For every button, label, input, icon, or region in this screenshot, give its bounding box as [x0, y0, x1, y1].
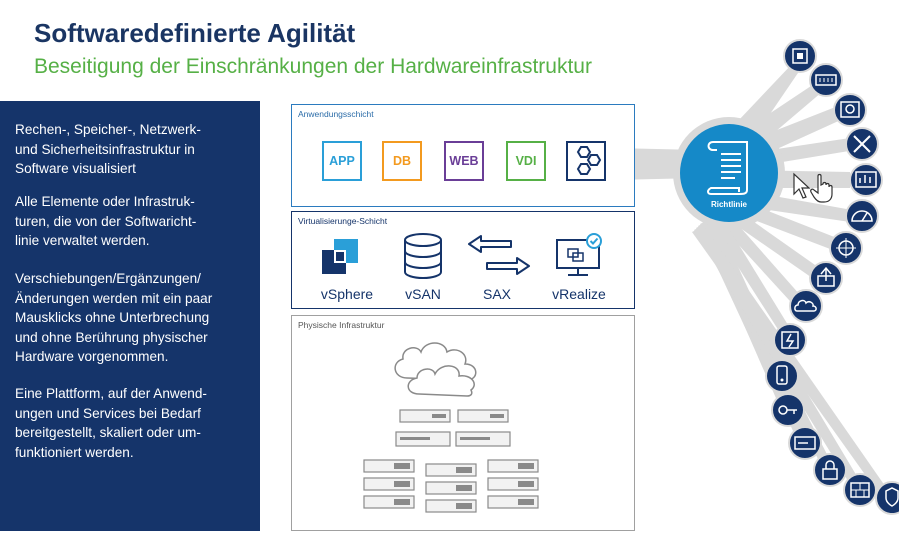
description-line: Alle Elemente oder Infrastruk-: [15, 194, 195, 209]
application-layer-title: Anwendungsschicht: [298, 109, 374, 119]
scroll-icon: [707, 141, 748, 195]
network-icon: [829, 231, 863, 265]
description-line: bereitgestellt, skaliert oder um-: [15, 425, 201, 440]
page-title: Softwaredefinierte Agilität: [34, 18, 356, 48]
power-icon: [773, 323, 807, 357]
description-line: linie verwaltet werden.: [15, 233, 150, 248]
sax-label: SAX: [482, 286, 512, 302]
shield-icon: [875, 481, 899, 515]
hexagon-cluster-icon: [566, 141, 606, 181]
description-line: turen, die von der Softwaricht-: [15, 213, 197, 229]
key-icon: [771, 393, 805, 427]
vrealize-label: vRealize: [552, 286, 606, 302]
spoke-10: [708, 214, 796, 345]
vsphere-icon: [322, 239, 358, 274]
description-line: funktioniert werden.: [15, 444, 134, 460]
cloud-icon: [394, 342, 477, 397]
web-tile: WEB: [444, 141, 484, 181]
vsan-label: vSAN: [405, 286, 441, 302]
hand-cursor-icon: [810, 173, 833, 203]
description-panel: Rechen-, Speicher-, Netzwerk- und Sicher…: [0, 101, 260, 531]
policy-label: Richtlinie: [710, 200, 747, 209]
server-rack-icon: [363, 409, 539, 513]
spoke-9: [714, 210, 808, 312]
description-line: ungen und Services bei Bedarf: [15, 405, 201, 421]
virtualization-layer-title: Virtualisierunge-Schicht: [298, 216, 388, 226]
cloud-settings-icon: [789, 289, 823, 323]
upload-icon: [809, 261, 843, 295]
mouse-cursors: [793, 172, 833, 203]
description-line: Hardware vorgenommen.: [15, 349, 169, 364]
description-line: Rechen-, Speicher-, Netzwerk-: [15, 122, 201, 137]
mobile-icon: [765, 359, 799, 393]
swap-arrows-icon: [468, 235, 530, 275]
database-icon: [404, 233, 442, 279]
virtualization-layer: Virtualisierunge-Schicht vSphere vSAN SA…: [291, 211, 635, 309]
description-paragraph-2: Alle Elemente oder Infrastruk- turen, di…: [15, 192, 250, 251]
arrow-cursor-icon: [793, 172, 811, 199]
chip-icon: [783, 39, 817, 73]
description-line: Mausklicks ohne Unterbrechung: [15, 310, 210, 325]
tools-icon: [845, 127, 879, 161]
dashboard-icon: [849, 163, 883, 197]
physical-layer-title: Physische Infrastruktur: [298, 320, 385, 330]
description-line: Verschiebungen/Ergänzungen/: [15, 271, 201, 286]
policy-hub: Richtlinie: [680, 124, 778, 222]
description-line: Eine Plattform, auf der Anwend-: [15, 386, 207, 401]
hdd-icon: [833, 93, 867, 127]
monitor-check-icon: [556, 233, 602, 276]
vsphere-label: vSphere: [320, 286, 374, 302]
description-line: Software visualisiert: [15, 161, 136, 176]
description-line: und Sicherheitsinfrastruktur in: [15, 141, 195, 157]
application-layer: Anwendungsschicht APP DB WEB VDI: [291, 104, 635, 207]
firewall-icon: [843, 473, 877, 507]
description-paragraph-1: Rechen-, Speicher-, Netzwerk- und Sicher…: [15, 120, 250, 179]
physical-layer: Physische Infrastruktur: [291, 315, 635, 531]
description-line: und ohne Berührung physischer: [15, 329, 208, 345]
description-line: Änderungen werden mit ein paar: [15, 290, 213, 306]
vdi-tile: VDI: [506, 141, 546, 181]
description-paragraph-3: Verschiebungen/Ergänzungen/ Änderungen w…: [15, 269, 250, 367]
description-paragraph-4: Eine Plattform, auf der Anwend- ungen un…: [15, 384, 250, 462]
db-tile: DB: [382, 141, 422, 181]
gauge-icon: [845, 199, 879, 233]
card-icon: [788, 426, 822, 460]
lock-icon: [813, 453, 847, 487]
page-subtitle: Beseitigung der Einschränkungen der Hard…: [34, 55, 592, 78]
memory-icon: [809, 63, 843, 97]
app-tile: APP: [322, 141, 362, 181]
